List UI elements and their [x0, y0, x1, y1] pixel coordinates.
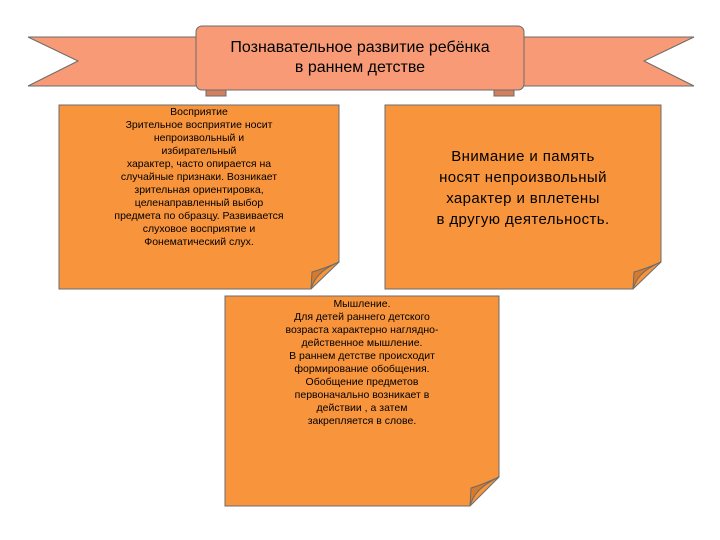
thinking-note-shape — [224, 295, 500, 507]
attention-line: Внимание и память — [451, 148, 595, 165]
attention-line: характер и вплетены — [446, 190, 600, 207]
attention-line: носят непроизвольный — [439, 169, 607, 186]
title-line-1: Познавательное развитие ребёнка — [230, 39, 490, 56]
perception-note-curl — [310, 261, 340, 290]
attention-text: Внимание и память носят непроизвольный х… — [384, 146, 662, 230]
attention-line: в другую деятельность. — [436, 211, 610, 228]
thinking-line: Обобщение предметов — [305, 376, 419, 388]
title-line-2: в раннем детстве — [294, 59, 426, 76]
perception-line: предмета по образцу. Развивается — [114, 210, 284, 222]
thinking-line: Мышление. — [333, 298, 391, 310]
thinking-text: Мышление. Для детей раннего детского воз… — [224, 298, 500, 428]
thinking-line: первоначально возникает в — [294, 389, 430, 401]
perception-line: характер, часто опирается на — [126, 158, 272, 170]
perception-line: случайные признаки. Возникает — [120, 171, 278, 183]
perception-line: Восприятие — [170, 106, 228, 118]
thinking-line: Для детей раннего детского — [294, 311, 430, 323]
ribbon-left-tail — [27, 36, 207, 87]
title-ribbon — [27, 25, 695, 97]
attention-memory-note: Внимание и память носят непроизвольный х… — [384, 104, 662, 290]
perception-line: зрительная ориентировка, — [134, 184, 264, 196]
perception-line: Фонематический слух. — [144, 236, 254, 248]
perception-line: избирательный — [161, 145, 237, 157]
perception-line: непроизвольный и — [153, 132, 245, 144]
perception-text: Восприятие Зрительное восприятие носит н… — [58, 106, 340, 249]
ribbon-center — [195, 25, 525, 91]
thinking-line: формирование обобщения. — [294, 363, 430, 375]
perception-line: слуховое восприятие и — [142, 223, 256, 235]
thinking-line: действии , а затем — [316, 402, 408, 414]
thinking-line: возраста характерно наглядно- — [285, 324, 439, 336]
attention-note-curl — [632, 261, 662, 290]
attention-note-shape — [384, 104, 662, 290]
thinking-line: действенное мышление. — [301, 337, 423, 349]
perception-line: Зрительное восприятие носит — [125, 119, 273, 131]
thinking-note-curl — [469, 476, 500, 507]
perception-note-shape — [58, 104, 340, 290]
thinking-note: Мышление. Для детей раннего детского воз… — [224, 295, 500, 507]
perception-line: целенаправленный выбор — [134, 197, 264, 209]
thinking-line: закрепляется в слове. — [307, 415, 417, 427]
perception-note: Восприятие Зрительное восприятие носит н… — [58, 104, 340, 290]
ribbon-right-tail — [513, 36, 695, 87]
diagram-title: Познавательное развитие ребёнка в раннем… — [200, 30, 520, 86]
thinking-line: В раннем детстве происходит — [289, 350, 435, 362]
